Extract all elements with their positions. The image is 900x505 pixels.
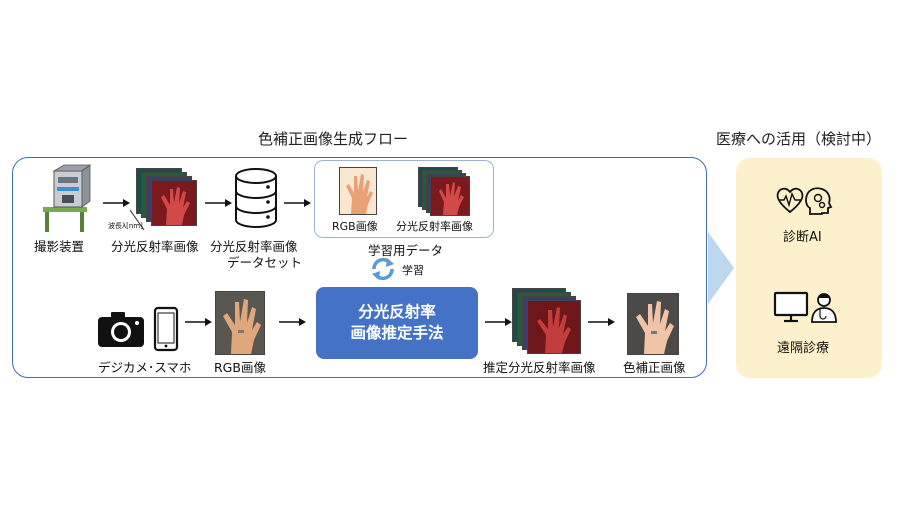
training-data-label: 学習用データ xyxy=(368,243,444,258)
arrow xyxy=(485,318,512,326)
dataset-label-line1: 分光反射率画像 xyxy=(210,239,298,254)
arrow xyxy=(279,318,306,326)
spectral-image-stack xyxy=(136,168,198,226)
refresh-cycle-icon xyxy=(372,257,394,281)
rgb-input-image xyxy=(215,291,265,355)
estimated-spectral-stack xyxy=(512,288,581,356)
telemedicine-label: 遠隔診療 xyxy=(777,341,830,356)
database-icon xyxy=(235,168,277,228)
dataset-label-line2: データセット xyxy=(227,255,303,270)
arrow xyxy=(588,318,615,326)
arrow xyxy=(284,199,311,207)
arrow xyxy=(103,199,130,207)
training-rgb-label: RGB画像 xyxy=(332,220,378,233)
corrected-image xyxy=(627,293,679,355)
flow-container xyxy=(12,157,707,378)
medical-title: 医療への活用（検討中） xyxy=(716,130,882,148)
smartphone-icon xyxy=(153,306,179,352)
method-line2: 画像推定手法 xyxy=(350,324,444,342)
arrow xyxy=(205,199,232,207)
flow-title: 色補正画像生成フロー xyxy=(258,130,409,148)
capture-device-label: 撮影装置 xyxy=(34,239,85,254)
arrow xyxy=(185,318,212,326)
diagnosis-ai-label: 診断AI xyxy=(783,230,822,245)
training-spectral-stack xyxy=(418,167,472,216)
estimation-method-box: 分光反射率 画像推定手法 xyxy=(316,287,478,359)
training-spectral-label: 分光反射率画像 xyxy=(396,220,473,233)
spectral-image-label: 分光反射率画像 xyxy=(111,239,199,254)
monitor-doctor-icon xyxy=(773,291,837,323)
learning-label: 学習 xyxy=(402,264,424,277)
wavelength-label: 波長λ[nm] xyxy=(108,222,143,230)
heart-brain-icon xyxy=(776,187,833,215)
estimated-spectral-label: 推定分光反射率画像 xyxy=(483,360,596,375)
camera-phone-label: デジカメ･スマホ xyxy=(98,360,192,375)
corrected-image-label: 色補正画像 xyxy=(623,360,686,375)
medical-container xyxy=(736,158,882,378)
training-rgb-image xyxy=(339,167,377,215)
camera-icon xyxy=(98,312,144,347)
rgb-input-label: RGB画像 xyxy=(214,360,266,375)
method-line1: 分光反射率 xyxy=(358,303,436,321)
capture-device-icon xyxy=(43,164,92,232)
chevron-right-icon xyxy=(708,232,734,304)
wavelength-axis xyxy=(129,209,145,231)
